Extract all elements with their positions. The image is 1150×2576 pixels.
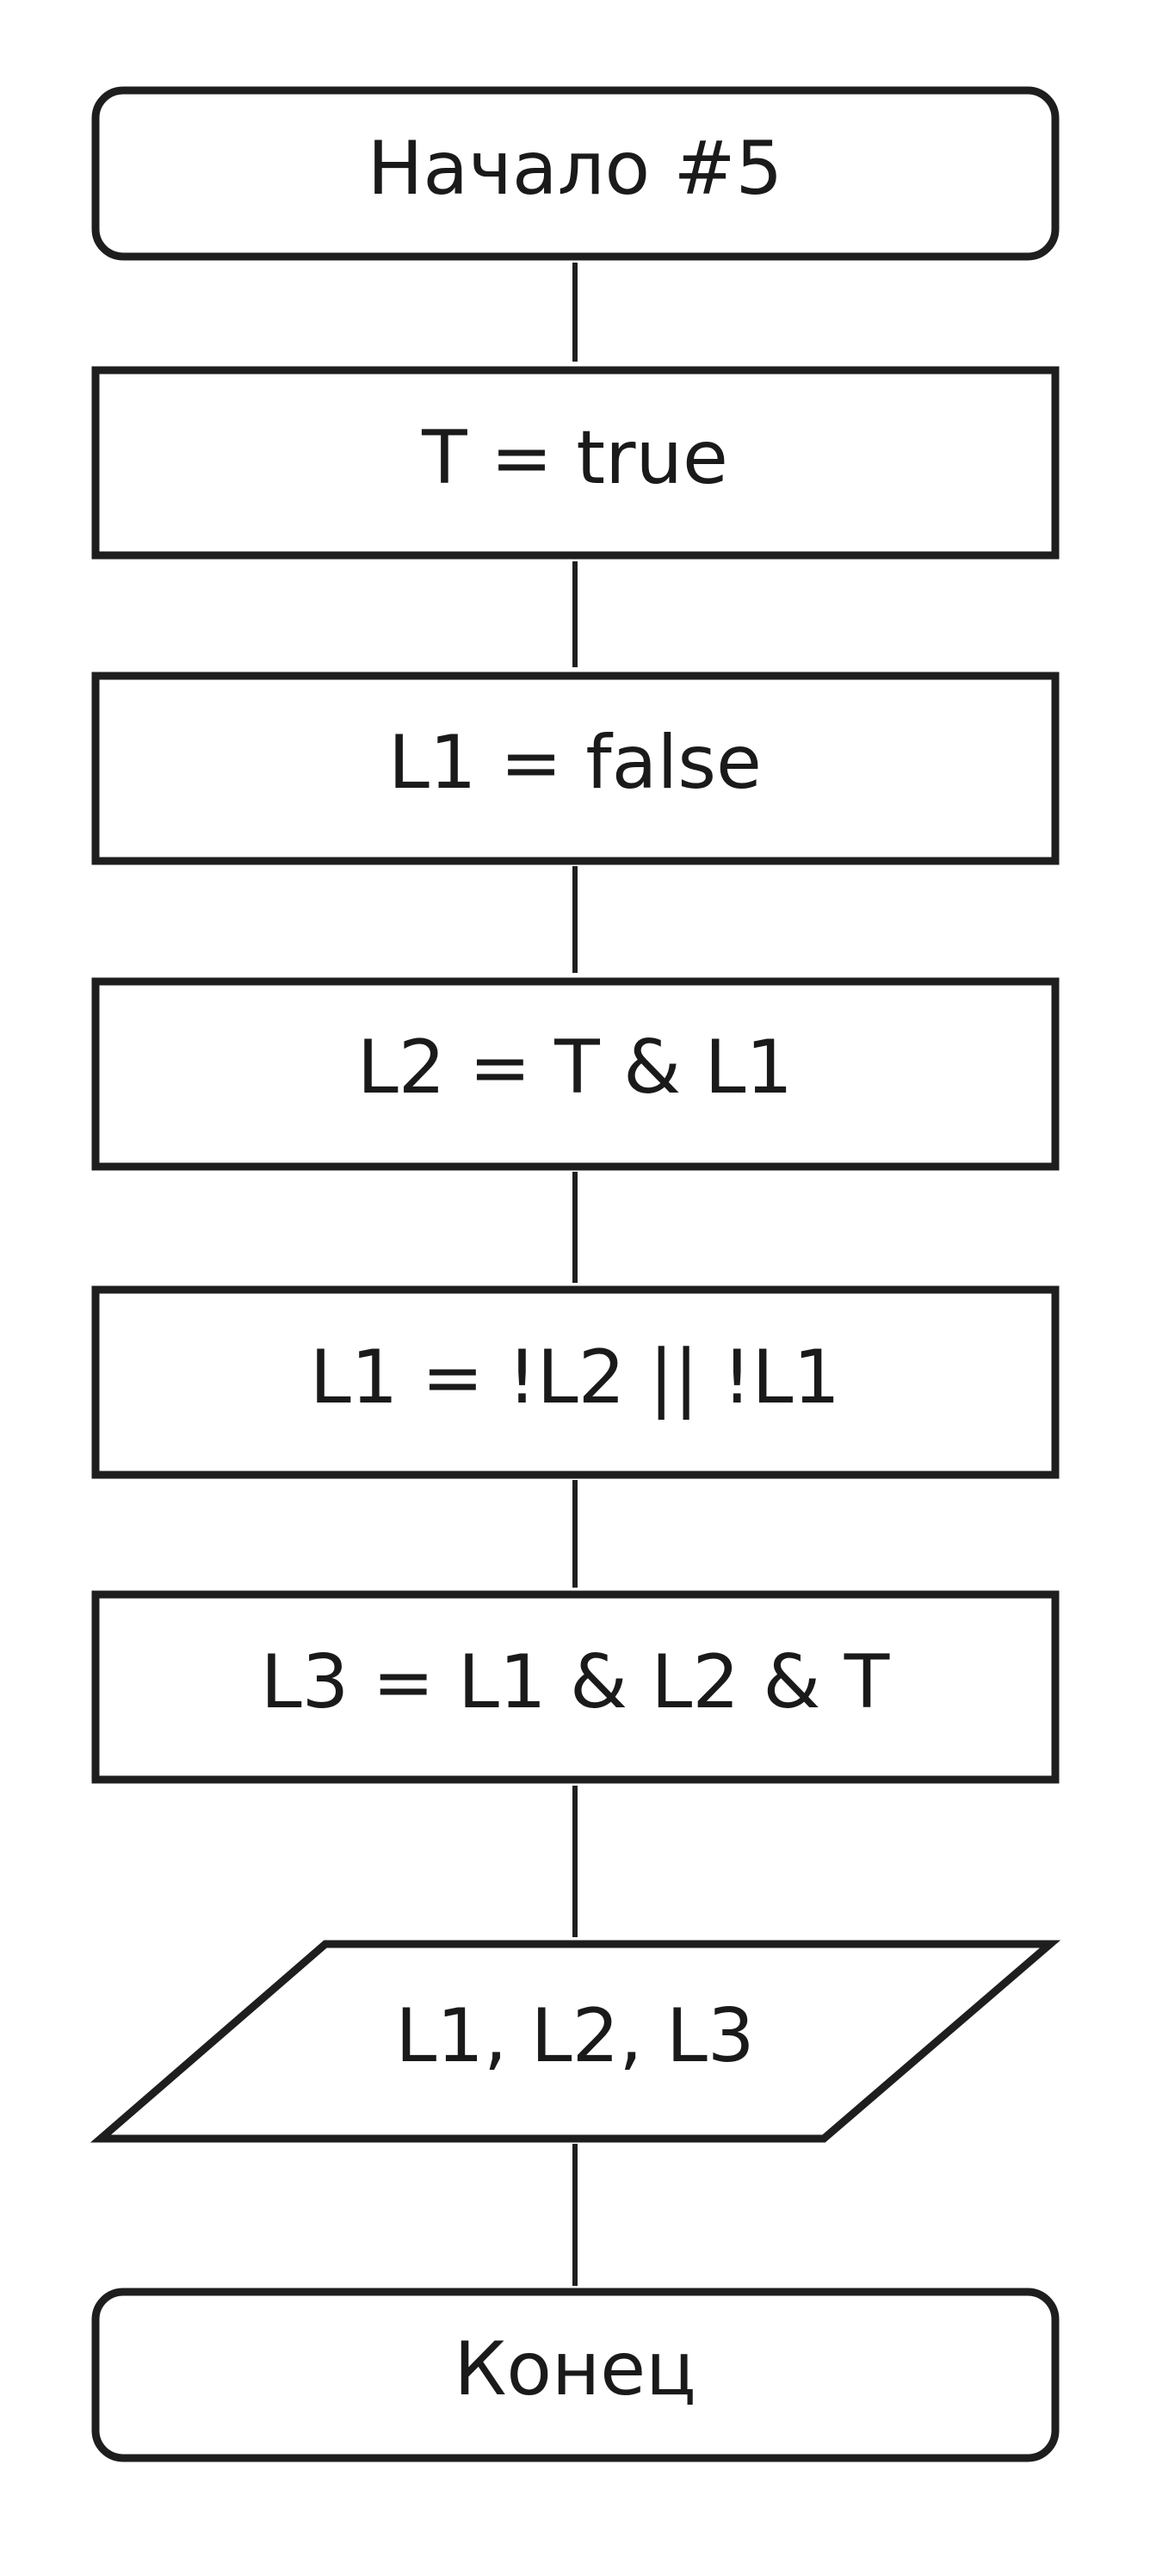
end-shape <box>91 2288 1060 2462</box>
process-shape-1 <box>91 366 1060 560</box>
process-label-2: L1 = false <box>388 720 762 806</box>
start-label: Начало #5 <box>368 126 783 212</box>
process-shape-2 <box>91 672 1060 865</box>
output-shape <box>90 1940 1061 2143</box>
process-shape-4 <box>91 1285 1060 1479</box>
process-node-2: L1 = false <box>91 672 1060 865</box>
process-label-5: L3 = L1 & L2 & T <box>261 1639 890 1725</box>
process-node-3: L2 = T & L1 <box>91 977 1060 1171</box>
output-label: L1, L2, L3 <box>395 1993 754 2079</box>
process-label-4: L1 = !L2 || !L1 <box>310 1334 840 1421</box>
end-label: Конец <box>454 2326 696 2412</box>
process-label-1: T = true <box>421 415 728 501</box>
end-node: Конец <box>91 2288 1060 2462</box>
start-node: Начало #5 <box>91 86 1060 261</box>
output-node: L1, L2, L3 <box>90 1940 1061 2143</box>
process-node-1: T = true <box>91 366 1060 560</box>
process-label-3: L2 = T & L1 <box>357 1025 793 1111</box>
start-shape <box>91 86 1060 261</box>
process-shape-3 <box>91 977 1060 1171</box>
process-node-5: L3 = L1 & L2 & T <box>91 1590 1060 1784</box>
process-shape-5 <box>91 1590 1060 1784</box>
process-node-4: L1 = !L2 || !L1 <box>91 1285 1060 1479</box>
